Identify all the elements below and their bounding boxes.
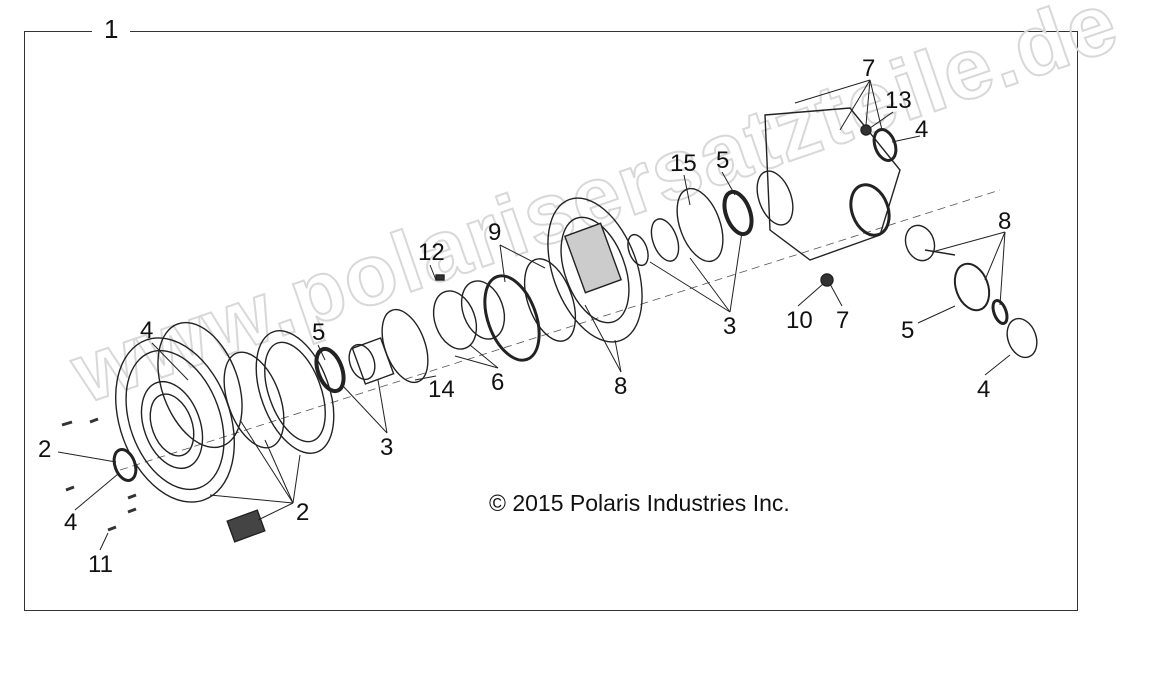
callout-6: 6 — [491, 369, 505, 396]
copyright-notice: © 2015 Polaris Industries Inc. — [489, 490, 790, 516]
callout-4: 4 — [64, 509, 78, 536]
callout-10: 10 — [786, 307, 813, 334]
callout-8: 8 — [998, 208, 1012, 235]
callout-4: 4 — [915, 116, 929, 143]
callout-15: 15 — [670, 150, 697, 177]
callout-7: 7 — [862, 55, 876, 82]
callout-4: 4 — [140, 317, 154, 344]
callout-11: 11 — [88, 551, 113, 578]
callout-5: 5 — [901, 317, 915, 344]
callout-9: 9 — [488, 219, 502, 246]
callout-4: 4 — [977, 376, 991, 403]
callout-2: 2 — [38, 436, 52, 463]
frame-label-assembly: 1 — [92, 12, 131, 46]
callout-5: 5 — [716, 147, 730, 174]
callout-8: 8 — [614, 373, 628, 400]
callout-7: 7 — [836, 307, 850, 334]
callout-5: 5 — [312, 319, 326, 346]
o-ring-4 — [157, 321, 243, 449]
callout-3: 3 — [723, 313, 737, 340]
diagram-frame — [24, 31, 1078, 611]
callout-13: 13 — [885, 87, 912, 114]
callout-12: 12 — [418, 239, 445, 266]
callout-3: 3 — [380, 434, 394, 461]
callout-2: 2 — [296, 499, 310, 526]
callout-14: 14 — [428, 376, 455, 403]
